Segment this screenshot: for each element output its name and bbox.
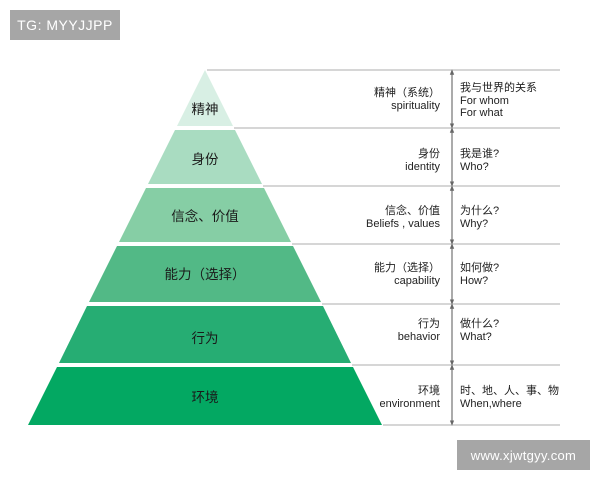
level-question-spirituality: 我与世界的关系 For whom For what <box>460 82 537 120</box>
question-line: For what <box>460 107 503 119</box>
pyramid-label-identity: 身份 <box>191 152 219 168</box>
level-term-spirituality: 精神（系统） spirituality <box>374 87 440 113</box>
question-line: Who? <box>460 160 489 173</box>
pyramid-band-identity <box>148 130 262 184</box>
pyramid-label-behavior: 行为 <box>191 331 219 347</box>
term-en: spirituality <box>391 100 440 112</box>
level-question-behavior: 做什么? What? <box>460 318 499 343</box>
question-line: 我与世界的关系 <box>460 82 537 94</box>
level-term-environment: 环境 environment <box>379 385 440 411</box>
pyramid-band-environment <box>28 367 382 425</box>
pyramid-band-spirituality <box>177 70 233 126</box>
term-cn: 信念、价值 <box>385 205 440 217</box>
question-line: 我是谁? <box>460 148 500 160</box>
term-en: behavior <box>397 331 440 343</box>
level-question-capability: 如何做? How? <box>460 262 499 287</box>
question-line: When,where <box>460 397 522 410</box>
pyramid-label-capability: 能力（选择） <box>164 267 246 283</box>
separator-lines <box>207 69 560 426</box>
term-cn: 身份 <box>418 148 440 160</box>
level-question-identity: 我是谁? Who? <box>460 148 499 173</box>
level-question-environment: 时、地、人、事、物 When,where <box>460 385 559 410</box>
watermark-bottom-right: www.xjwtgyy.com <box>457 440 590 470</box>
term-en: identity <box>405 161 440 173</box>
pyramid-band-beliefs <box>119 188 291 242</box>
question-line: How? <box>460 274 489 287</box>
level-term-identity: 身份 identity <box>405 148 440 174</box>
pyramid-band-capability <box>89 246 321 302</box>
question-line: What? <box>460 330 492 343</box>
term-cn: 行为 <box>418 318 440 330</box>
question-line: 时、地、人、事、物 <box>460 385 559 397</box>
level-term-capability: 能力（选择） capability <box>374 262 440 288</box>
watermark-top-left: TG: MYYJJPP <box>10 10 120 40</box>
watermark-text: TG: MYYJJPP <box>17 17 113 33</box>
pyramid-band-behavior <box>59 306 351 363</box>
term-cn: 能力（选择） <box>374 262 440 274</box>
question-line: 如何做? <box>460 262 500 274</box>
term-en: environment <box>379 398 440 410</box>
pyramid-label-beliefs: 信念、价值 <box>171 209 239 225</box>
watermark-text: www.xjwtgyy.com <box>470 447 577 463</box>
level-term-behavior: 行为 behavior <box>398 318 440 344</box>
term-cn: 环境 <box>418 385 440 397</box>
pyramid-label-environment: 环境 <box>191 390 219 406</box>
pyramid-label-spirituality: 精神 <box>191 102 219 118</box>
question-line: Why? <box>460 217 489 230</box>
level-term-beliefs: 信念、价值 Beliefs , values <box>366 205 440 231</box>
term-cn: 精神（系统） <box>374 87 440 99</box>
question-line: 做什么? <box>460 318 500 330</box>
term-en: Beliefs , values <box>366 218 440 230</box>
level-question-beliefs: 为什么? Why? <box>460 205 499 230</box>
question-line: 为什么? <box>460 205 500 217</box>
question-line: For whom <box>460 94 509 107</box>
term-en: capability <box>394 275 440 287</box>
